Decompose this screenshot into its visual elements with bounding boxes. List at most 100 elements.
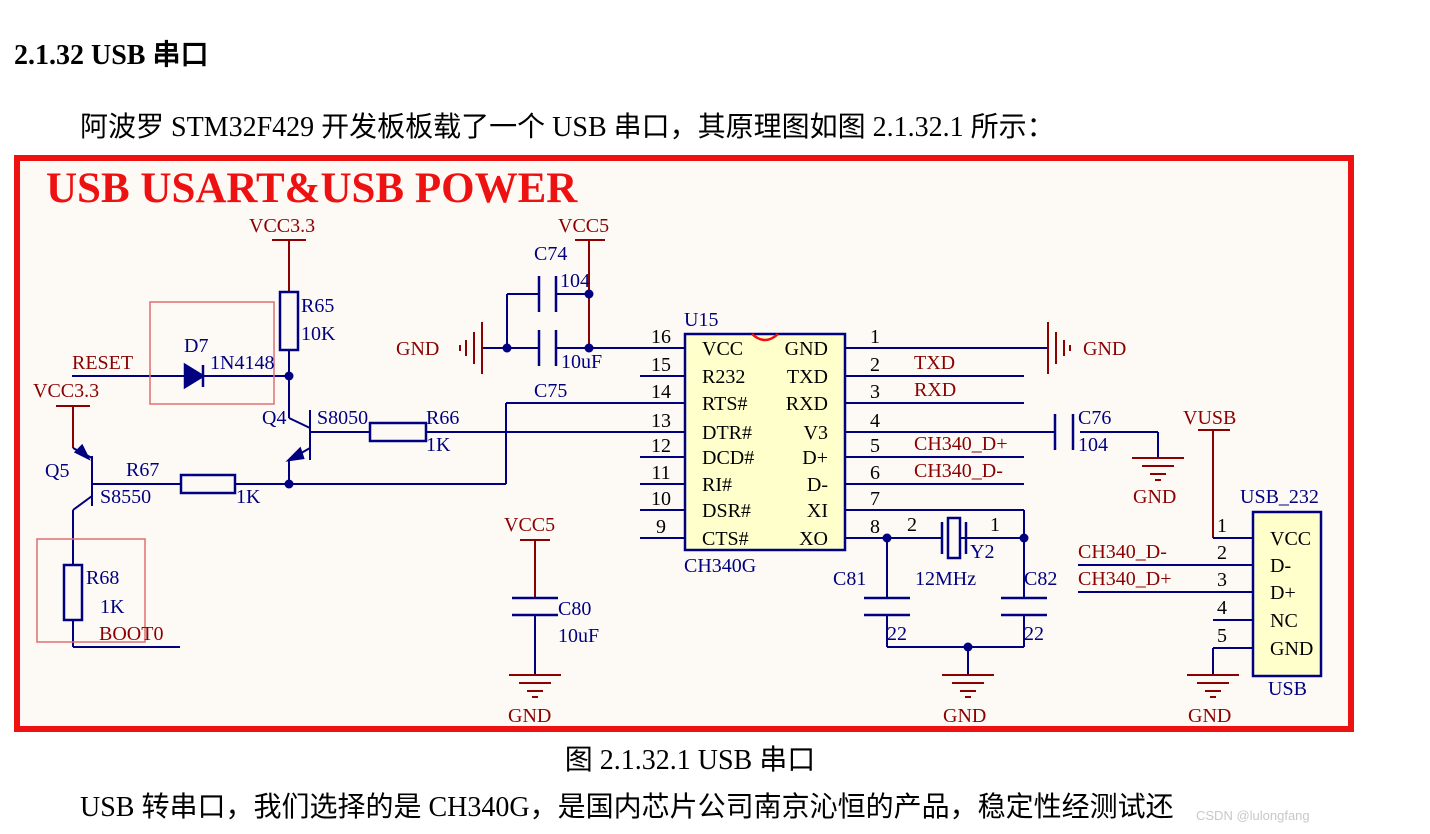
c74-label: C74 xyxy=(534,243,567,265)
d7-label: D7 xyxy=(184,335,208,357)
usb-label: USB xyxy=(1268,678,1307,700)
c75-label: C75 xyxy=(534,380,567,402)
chip-right-pin-number: 8 xyxy=(870,516,880,538)
c80-label: C80 xyxy=(558,598,591,620)
c81-value: 22 xyxy=(887,623,907,645)
chip-left-pin-number: 14 xyxy=(651,381,671,403)
usb-pin-name: NC xyxy=(1270,610,1298,632)
chip-right-pin-name: RXD xyxy=(786,393,828,415)
gnd-usb-label: GND xyxy=(1188,705,1231,727)
chip-left-pin-number: 11 xyxy=(651,462,670,484)
chip-left-pin-number: 10 xyxy=(651,488,671,510)
q5-label: Q5 xyxy=(45,460,69,482)
chip-right-pin-name: GND xyxy=(785,338,828,360)
components xyxy=(62,276,1323,678)
chip-right-pin-name: XO xyxy=(799,528,828,550)
r68-highlight-box xyxy=(36,538,146,643)
y2-value: 12MHz xyxy=(915,568,976,590)
gnd-left-label: GND xyxy=(396,338,439,360)
y2-label: Y2 xyxy=(970,541,994,563)
c82-value: 22 xyxy=(1024,623,1044,645)
chip-left-pin-number: 16 xyxy=(651,326,671,348)
r67-value: 1K xyxy=(236,486,261,508)
body-paragraph: USB 转串口，我们选择的是 CH340G，是国内芯片公司南京沁恒的产品，稳定性… xyxy=(80,792,1174,823)
y2-pin2-label: 2 xyxy=(907,514,917,536)
usb232-label: USB_232 xyxy=(1240,486,1319,508)
d7-highlight-box xyxy=(149,301,275,405)
usb-pin-number: 2 xyxy=(1217,542,1227,564)
vcc33-left-label: VCC3.3 xyxy=(33,380,99,402)
chip-right-pin-name: D- xyxy=(807,474,828,496)
section-heading: 2.1.32 USB 串口 xyxy=(14,40,209,71)
c81-label: C81 xyxy=(833,568,866,590)
usb-pin-number: 4 xyxy=(1217,597,1227,619)
r65-label: R65 xyxy=(301,295,334,317)
chip-right-pin-name: XI xyxy=(807,500,828,522)
chip-right-pin-number: 5 xyxy=(870,435,880,457)
gnd-xtal-label: GND xyxy=(943,705,986,727)
schematic-frame xyxy=(14,155,1354,732)
r65-resistor xyxy=(278,290,300,352)
usb-pin-name: D- xyxy=(1270,555,1291,577)
c82-label: C82 xyxy=(1024,568,1057,590)
chip-left-pin-name: R232 xyxy=(702,366,745,388)
c74-value: 104 xyxy=(560,270,590,292)
chip-right-pin-number: 2 xyxy=(870,354,880,376)
chip-right-pin-name: TXD xyxy=(787,366,828,388)
chip-left-pin-number: 9 xyxy=(656,516,666,538)
boot0-label: BOOT0 xyxy=(99,623,163,645)
chip-left-pin-name: RI# xyxy=(702,474,732,496)
r65-value: 10K xyxy=(301,323,336,345)
r66-resistor xyxy=(368,421,428,443)
usb-pin-name: D+ xyxy=(1270,582,1296,604)
dp-net-label: CH340_D+ xyxy=(914,433,1008,455)
gnd-right-label: GND xyxy=(1083,338,1126,360)
chip-right-pin-number: 7 xyxy=(870,488,880,510)
txd-net-label: TXD xyxy=(914,352,955,374)
conn-dm-net-label: CH340_D- xyxy=(1078,541,1167,563)
intro-paragraph: 阿波罗 STM32F429 开发板板载了一个 USB 串口，其原理图如图 2.1… xyxy=(80,112,1055,143)
dm-net-label: CH340_D- xyxy=(914,460,1003,482)
usb-pin-number: 3 xyxy=(1217,569,1227,591)
watermark: CSDN @lulongfang xyxy=(1196,808,1310,823)
y2-crystal xyxy=(946,516,962,560)
u15-label: U15 xyxy=(684,309,718,331)
conn-dp-net-label: CH340_D+ xyxy=(1078,568,1172,590)
chip-left-pin-number: 15 xyxy=(651,354,671,376)
ch340g-label: CH340G xyxy=(684,555,756,577)
vcc33-top-label: VCC3.3 xyxy=(249,215,315,237)
y2-pin1-label: 1 xyxy=(990,514,1000,536)
chip-left-pin-name: DCD# xyxy=(702,447,754,469)
schematic-banner: USB USART&USB POWER xyxy=(46,165,578,212)
chip-right-pin-number: 6 xyxy=(870,462,880,484)
usb-pin-number: 1 xyxy=(1217,515,1227,537)
rxd-net-label: RXD xyxy=(914,379,956,401)
q5-value: S8550 xyxy=(100,486,151,508)
chip-left-pin-name: RTS# xyxy=(702,393,747,415)
r68-resistor xyxy=(62,563,84,622)
pin-labels: 16VCC15R23214RTS#13DTR#12DCD#11RI#10DSR#… xyxy=(651,326,1313,660)
chip-left-pin-name: CTS# xyxy=(702,528,749,550)
c80-value: 10uF xyxy=(558,625,599,647)
vcc5-mid-label: VCC5 xyxy=(504,514,555,536)
r68-value: 1K xyxy=(100,596,125,618)
vcc5-top-label: VCC5 xyxy=(558,215,609,237)
chip-right-pin-name: V3 xyxy=(804,422,828,444)
r67-label: R67 xyxy=(126,459,159,481)
chip-right-pin-number: 4 xyxy=(870,410,880,432)
chip-left-pin-number: 13 xyxy=(651,410,671,432)
usb-pin-name: VCC xyxy=(1270,528,1311,550)
vusb-label: VUSB xyxy=(1183,407,1236,429)
chip-left-pin-name: VCC xyxy=(702,338,743,360)
c76-value: 104 xyxy=(1078,434,1108,456)
r66-label: R66 xyxy=(426,407,459,429)
c76-label: C76 xyxy=(1078,407,1111,429)
chip-left-pin-name: DTR# xyxy=(702,422,752,444)
q4-label: Q4 xyxy=(262,407,286,429)
q4-value: S8050 xyxy=(317,407,368,429)
usb232-connector xyxy=(1251,510,1323,678)
usb-pin-name: GND xyxy=(1270,638,1313,660)
d7-diode xyxy=(183,362,206,390)
gnd-c80-label: GND xyxy=(508,705,551,727)
junctions xyxy=(284,289,1029,652)
